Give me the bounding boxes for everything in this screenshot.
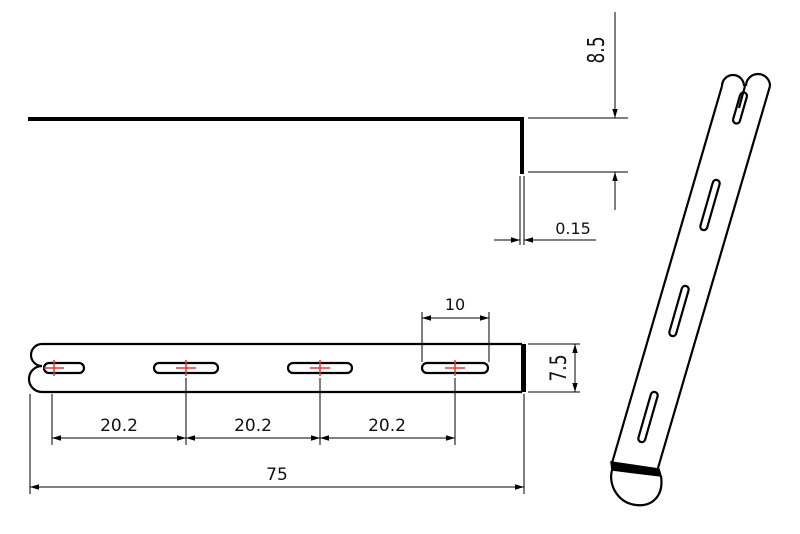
width-label: 7.5 [546,354,572,381]
iso-top-tabs [720,72,772,87]
slot [731,91,749,125]
pitch-label-3: 20.2 [368,416,406,436]
pitch-label-1: 20.2 [100,416,138,436]
plan-view-outline [27,342,522,394]
pitch-label-2: 20.2 [234,416,272,436]
overall-length-label: 75 [266,465,288,485]
iso-right-edge [656,85,772,469]
flange-height-label: 8.5 [582,36,609,63]
thickness-dimension: 0.15 [494,176,596,245]
slot-length-dimension: 10 [421,295,490,362]
iso-slots [637,91,749,444]
iso-left-edge [610,85,724,464]
iso-flange-face [610,469,663,507]
side-view: 8.5 0.15 [28,12,628,245]
iso-tab-split [737,85,747,109]
isometric-view [610,72,772,507]
width-dimension: 7.5 [528,343,580,393]
overall-length-dimension: 75 [29,394,525,494]
iso-flange-edge [610,461,663,477]
flange-height-dimension: 8.5 [528,12,628,210]
slot [637,390,659,444]
center-marks [44,360,465,376]
slots [42,361,490,375]
pitch-dimensions: 20.2 20.2 20.2 [51,378,456,445]
slot [699,178,721,232]
slot [668,284,690,338]
plan-view: 10 7.5 20.2 20.2 20.2 [27,295,580,494]
plan-view-end-flange [521,344,526,392]
slot-length-label: 10 [445,295,465,314]
thickness-label: 0.15 [555,219,591,238]
